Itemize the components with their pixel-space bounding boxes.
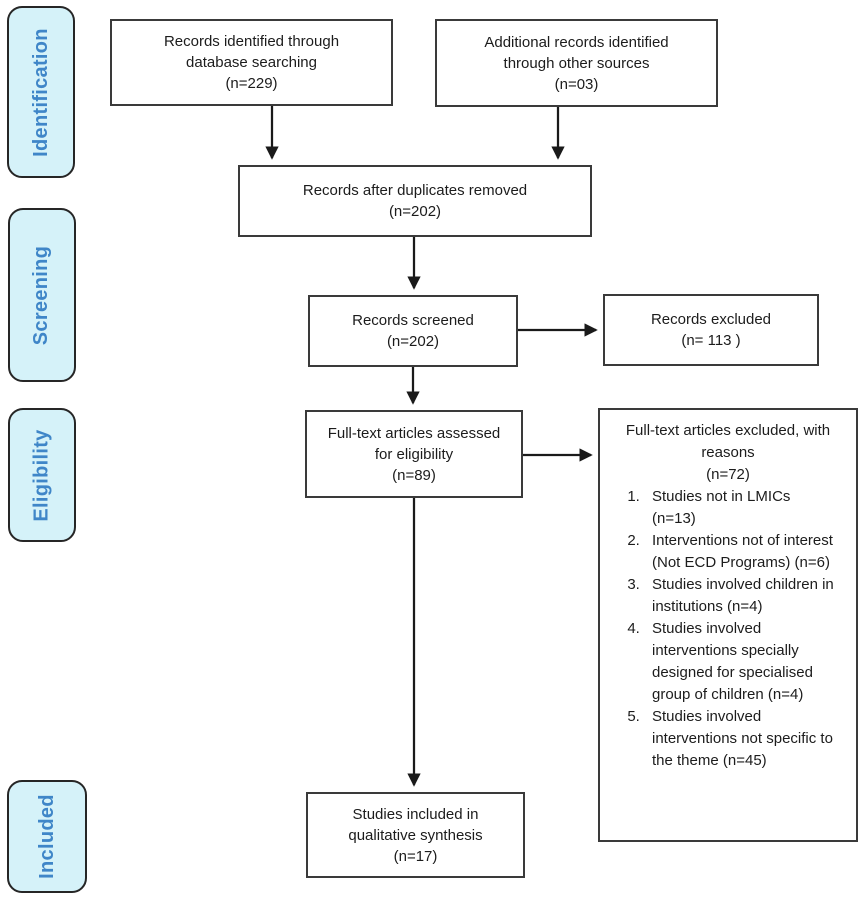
fulltext-assessed-count: (n=89) (392, 466, 436, 484)
stage-eligibility-label: Eligibility (30, 428, 53, 522)
stage-included-label: Included (35, 794, 58, 879)
fulltext-excluded-count: (n=72) (706, 466, 750, 483)
stage-included: Included (7, 780, 87, 893)
box-duplicates-removed: Records after duplicates removed (n=202) (238, 165, 592, 237)
box-records-excluded: Records excluded (n= 113 ) (603, 294, 819, 366)
stage-screening-label: Screening (30, 245, 53, 345)
additional-records-count: (n=03) (554, 75, 599, 93)
records-excluded-count: (n= 113 ) (681, 332, 741, 349)
records-identified-count: (n=229) (225, 75, 278, 92)
box-fulltext-excluded-reasons: Full-text articles excluded, with reason… (598, 408, 858, 842)
duplicates-removed-label: Records after duplicates removed (302, 182, 528, 199)
box-fulltext-assessed: Full-text articles assessed for eligibil… (305, 410, 523, 498)
records-identified-label: Records identified through database sear… (163, 33, 340, 71)
exclusion-reason-item: Studies not in LMICs (n=13) (644, 486, 836, 530)
exclusion-reason-item: Studies involved interventions specially… (644, 618, 836, 706)
exclusion-reason-item: Interventions not of interest (Not ECD P… (644, 530, 836, 574)
exclusion-reasons-list: Studies not in LMICs (n=13) Intervention… (600, 486, 856, 772)
records-screened-count: (n=202) (386, 333, 440, 350)
studies-included-count: (n=17) (393, 847, 438, 865)
fulltext-excluded-label: Full-text articles excluded, with reason… (625, 422, 831, 461)
box-additional-records: Additional records identified through ot… (435, 19, 718, 107)
box-studies-included: Studies included in qualitative synthesi… (306, 792, 525, 878)
stage-screening: Screening (8, 208, 76, 382)
duplicates-removed-count: (n=202) (388, 203, 442, 220)
stage-identification: Identification (7, 6, 75, 178)
box-records-identified: Records identified through database sear… (110, 19, 393, 106)
studies-included-label: Studies included in qualitative synthesi… (348, 805, 483, 844)
exclusion-reason-item: Studies involved interventions not speci… (644, 706, 836, 772)
exclusion-reason-item: Studies involved children in institution… (644, 574, 836, 618)
stage-eligibility: Eligibility (8, 408, 76, 542)
additional-records-label: Additional records identified through ot… (484, 33, 669, 72)
stage-identification-label: Identification (29, 27, 52, 157)
records-excluded-label: Records excluded (650, 311, 772, 328)
fulltext-assessed-label: Full-text articles assessed for eligibil… (327, 424, 501, 463)
box-records-screened: Records screened (n=202) (308, 295, 518, 367)
records-screened-label: Records screened (352, 312, 474, 329)
